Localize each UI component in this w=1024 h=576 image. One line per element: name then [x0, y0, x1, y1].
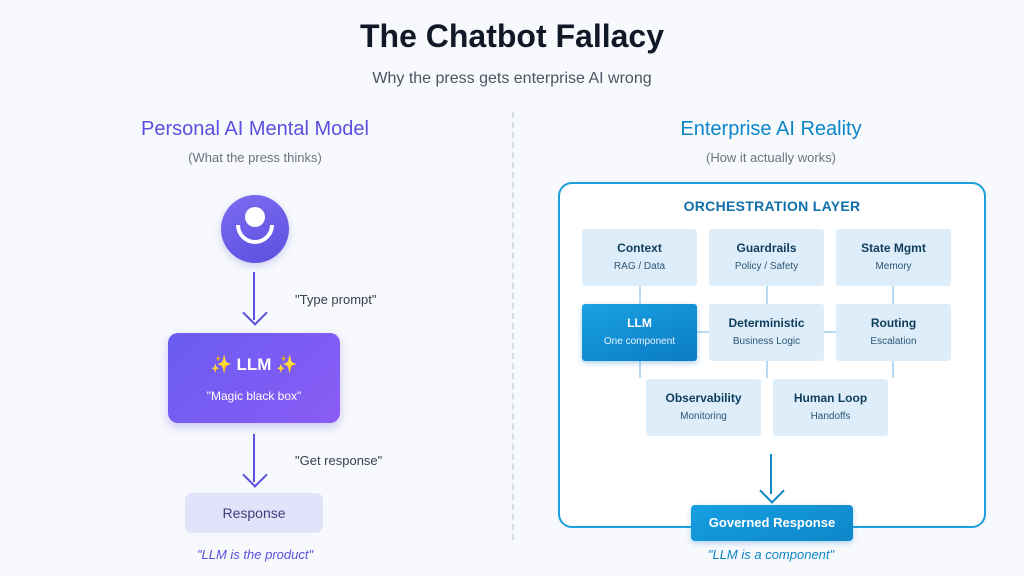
connector-line — [892, 286, 894, 304]
right-column-title: Enterprise AI Reality — [680, 118, 862, 140]
component-name: LLM — [627, 316, 652, 330]
page-title: The Chatbot Fallacy — [359, 18, 665, 54]
connector-line — [766, 360, 768, 378]
component-name: State Mgmt — [861, 241, 926, 255]
response-note: "Get response" — [295, 453, 383, 468]
left-caption: "LLM is the product" — [196, 547, 314, 562]
component-desc: Monitoring — [680, 411, 727, 422]
component-name: Context — [617, 241, 662, 255]
component-context: Context RAG / Data — [582, 229, 697, 286]
component-desc: Memory — [875, 261, 912, 272]
page-subtitle: Why the press gets enterprise AI wrong — [372, 70, 652, 87]
component-name: Observability — [665, 391, 742, 405]
user-smile-shape — [236, 225, 274, 244]
component-guardrails: Guardrails Policy / Safety — [709, 229, 824, 286]
governed-response-box: Governed Response — [691, 505, 853, 541]
component-observability: Observability Monitoring — [646, 379, 761, 436]
orchestration-layer-title: ORCHESTRATION LAYER — [683, 198, 861, 214]
connector-line — [639, 286, 641, 304]
component-name: Guardrails — [736, 241, 797, 255]
user-head-shape — [245, 207, 265, 227]
component-desc: Policy / Safety — [734, 261, 799, 272]
component-desc: One component — [603, 336, 676, 347]
component-desc: Business Logic — [732, 336, 801, 347]
component-llm: LLM One component — [582, 304, 697, 361]
response-box: Response — [185, 493, 323, 533]
left-column-subtitle: (What the press thinks) — [188, 150, 322, 165]
connector-line — [639, 360, 641, 378]
component-name: Deterministic — [728, 316, 805, 330]
llm-black-box: ✨ LLM ✨ "Magic black box" — [168, 333, 340, 423]
connector-line — [824, 331, 836, 333]
connector-line — [697, 331, 709, 333]
prompt-arrow-head-icon — [242, 300, 268, 326]
right-column-subtitle: (How it actually works) — [705, 150, 837, 165]
component-desc: RAG / Data — [613, 261, 666, 272]
component-name: Human Loop — [793, 391, 868, 405]
output-arrow-line — [770, 454, 772, 494]
llm-description: "Magic black box" — [206, 389, 302, 403]
component-desc: Handoffs — [810, 411, 851, 422]
component-human-loop: Human Loop Handoffs — [773, 379, 888, 436]
connector-line — [892, 360, 894, 378]
right-caption: "LLM is a component" — [707, 547, 835, 562]
component-state-mgmt: State Mgmt Memory — [836, 229, 951, 286]
left-column-title: Personal AI Mental Model — [141, 118, 369, 140]
column-divider — [512, 112, 514, 540]
llm-label: ✨ LLM ✨ — [210, 355, 298, 374]
component-desc: Escalation — [870, 336, 917, 347]
prompt-arrow-line — [253, 272, 255, 320]
user-icon — [221, 195, 289, 263]
prompt-note: "Type prompt" — [295, 292, 377, 307]
response-arrow-head-icon — [242, 462, 268, 488]
component-deterministic: Deterministic Business Logic — [709, 304, 824, 361]
connector-line — [766, 286, 768, 304]
component-name: Routing — [870, 316, 917, 330]
component-routing: Routing Escalation — [836, 304, 951, 361]
response-arrow-line — [253, 434, 255, 482]
